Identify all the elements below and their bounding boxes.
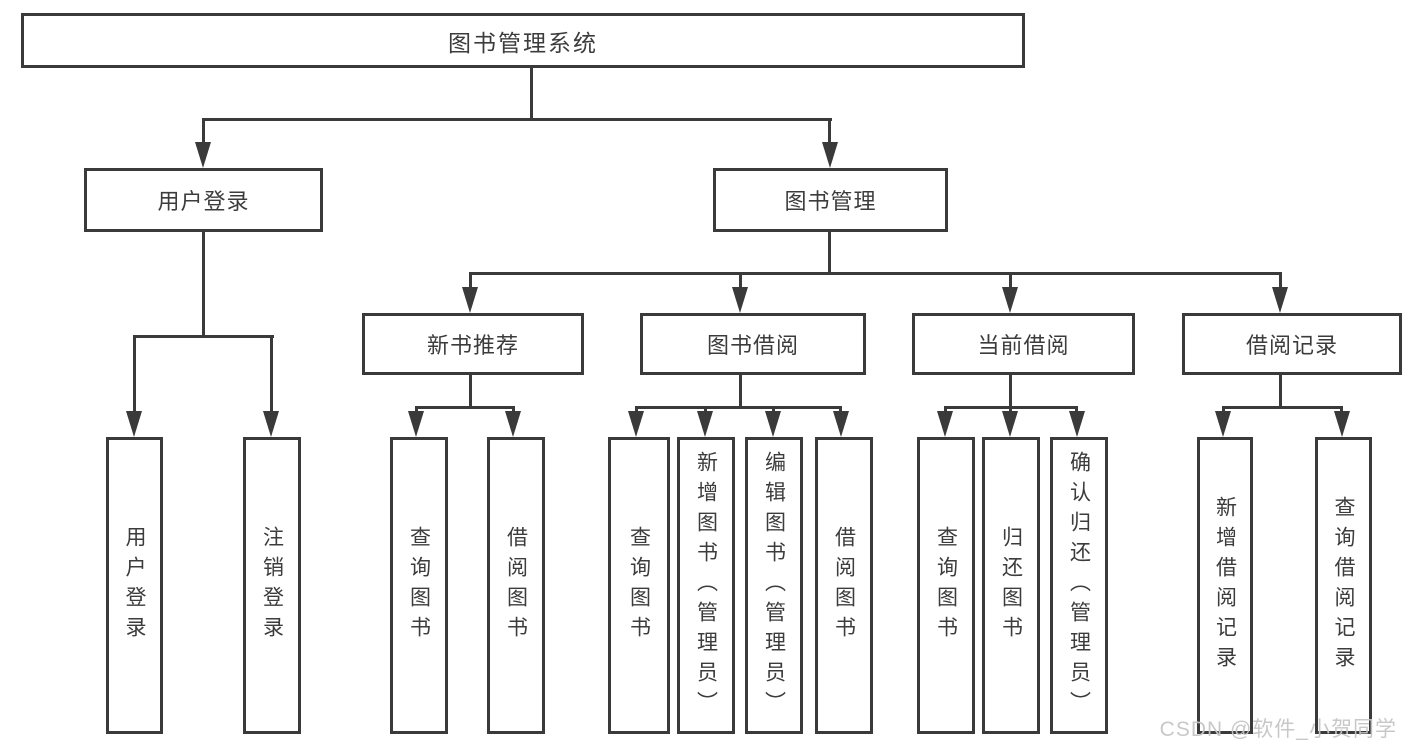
edge-stem [1340, 406, 1343, 414]
arrowhead-to-borrow-borrow [833, 411, 849, 437]
edge-stem [944, 406, 947, 414]
node-leaf-borrow-edit-books-admin: 编辑图书（管理员） [745, 437, 803, 734]
node-current-borrow: 当前借阅 [912, 313, 1135, 375]
node-label: 查询图书 [627, 525, 651, 646]
arrowhead-to-recommend-borrow [505, 411, 521, 437]
edge-stem-current-borrow [1009, 272, 1012, 290]
node-label: 确认归还（管理员） [1067, 450, 1091, 721]
node-label: 图书管理 [784, 189, 877, 214]
node-label: 新增图书（管理员） [694, 450, 718, 721]
node-label: 新增借阅记录 [1213, 495, 1237, 676]
arrowhead-to-book-management [822, 142, 838, 168]
node-leaf-borrow-borrow-books: 借阅图书 [815, 437, 873, 734]
edge-current-vertical [1009, 375, 1012, 406]
arrowhead-to-borrow-records [1272, 287, 1288, 313]
edge-stem-leaf-logout [270, 335, 273, 414]
node-label: 用户登录 [157, 189, 250, 214]
edge-stem [839, 406, 842, 414]
arrowhead-to-leaf-login [126, 411, 142, 437]
csdn-watermark: CSDN @软件_小贺同学 [1159, 718, 1397, 741]
node-borrow-records: 借阅记录 [1182, 313, 1402, 375]
node-book-management: 图书管理 [713, 168, 948, 232]
node-leaf-borrow-query-books: 查询图书 [608, 437, 670, 734]
arrowhead-to-borrow-add [697, 411, 713, 437]
arrowhead-to-book-borrow [732, 287, 748, 313]
arrowhead-to-borrow-edit [765, 411, 781, 437]
edge-stem [772, 406, 775, 414]
edge-bookmgmt-horizontal [469, 272, 1282, 275]
node-leaf-user-login: 用户登录 [106, 437, 163, 734]
edge-borrow-horizontal [635, 406, 842, 409]
edge-stem-new-book [469, 272, 472, 290]
node-root-library-system: 图书管理系统 [21, 13, 1025, 68]
edge-recommend-horizontal [415, 406, 515, 409]
node-leaf-records-add-record: 新增借阅记录 [1197, 437, 1253, 734]
edge-root-vertical [530, 68, 533, 120]
arrowhead-to-borrow-query [628, 411, 644, 437]
arrowhead-to-records-add [1215, 411, 1231, 437]
edge-userlogin-vertical [202, 232, 205, 335]
node-label: 查询图书 [934, 525, 958, 646]
node-user-login: 用户登录 [84, 168, 323, 232]
node-label: 借阅记录 [1245, 333, 1338, 358]
edge-stem [415, 406, 418, 414]
node-label: 借阅图书 [832, 525, 856, 646]
node-label: 查询借阅记录 [1332, 495, 1355, 676]
arrowhead-to-leaf-logout [263, 411, 279, 437]
edge-stem-book-borrow [739, 272, 742, 290]
node-leaf-recommend-borrow-books: 借阅图书 [487, 437, 545, 734]
edge-recommend-vertical [469, 375, 472, 406]
edge-stem [1009, 406, 1012, 414]
node-leaf-current-return-books: 归还图书 [982, 437, 1040, 734]
node-label: 归还图书 [999, 525, 1023, 646]
edge-stem-borrow-records [1279, 272, 1282, 290]
node-leaf-current-query-books: 查询图书 [917, 437, 975, 734]
node-label: 新书推荐 [426, 333, 519, 358]
node-leaf-borrow-add-books-admin: 新增图书（管理员） [677, 437, 735, 734]
edge-stem [1222, 406, 1225, 414]
edge-stem-book-management [828, 118, 831, 146]
node-leaf-logout: 注销登录 [243, 437, 301, 734]
edge-userlogin-horizontal [133, 335, 274, 338]
edge-stem-leaf-login [133, 335, 136, 414]
edge-stem [704, 406, 707, 414]
edge-stem-user-login [202, 118, 205, 146]
arrowhead-to-records-query [1334, 411, 1350, 437]
node-new-book-recommend: 新书推荐 [362, 313, 584, 375]
edge-root-horizontal [202, 118, 832, 121]
edge-records-horizontal [1222, 406, 1343, 409]
node-label: 查询图书 [407, 525, 431, 646]
edge-stem [512, 406, 515, 414]
edge-stem [635, 406, 638, 414]
edge-records-vertical [1279, 375, 1282, 406]
node-leaf-records-query-record: 查询借阅记录 [1315, 437, 1372, 734]
node-label: 借阅图书 [504, 525, 528, 646]
edge-stem [1075, 406, 1078, 414]
node-label: 用户登录 [123, 525, 146, 646]
arrowhead-to-current-confirm [1069, 411, 1085, 437]
arrowhead-to-recommend-query [408, 411, 424, 437]
node-label: 图书借阅 [706, 333, 799, 358]
arrowhead-to-current-return [1002, 411, 1018, 437]
edge-bookmgmt-vertical [828, 232, 831, 272]
node-book-borrow: 图书借阅 [640, 313, 866, 375]
arrowhead-to-current-borrow [1002, 287, 1018, 313]
node-label: 当前借阅 [977, 333, 1070, 358]
node-leaf-recommend-query-books: 查询图书 [390, 437, 448, 734]
arrowhead-to-new-book [462, 287, 478, 313]
node-label: 图书管理系统 [448, 29, 598, 56]
edge-borrow-vertical [739, 375, 742, 406]
arrowhead-to-user-login [195, 142, 211, 168]
node-label: 编辑图书（管理员） [762, 450, 786, 721]
arrowhead-to-current-query [937, 411, 953, 437]
node-leaf-current-confirm-return-admin: 确认归还（管理员） [1050, 437, 1108, 734]
node-label: 注销登录 [260, 525, 284, 646]
